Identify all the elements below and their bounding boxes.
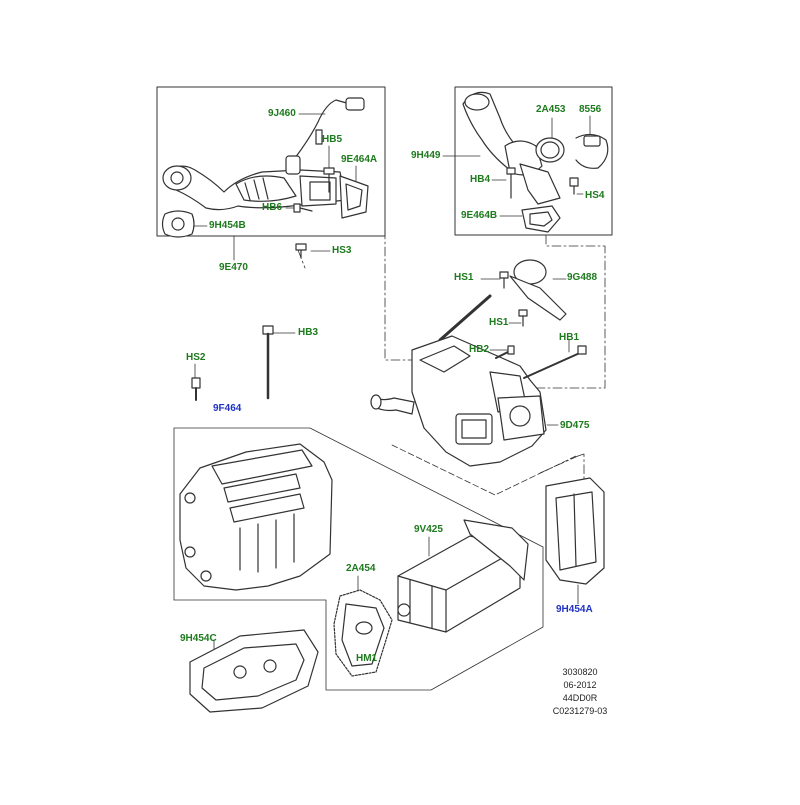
bolt-hb1 bbox=[523, 345, 587, 379]
label-9h454a: 9H454A bbox=[556, 604, 593, 615]
nut-hs3 bbox=[295, 243, 307, 259]
label-9e470: 9E470 bbox=[219, 262, 248, 273]
clamp-8556 bbox=[575, 133, 609, 169]
label-9e464a: 9E464A bbox=[341, 154, 378, 165]
label-hs2: HS2 bbox=[186, 352, 206, 363]
label-2a453: 2A453 bbox=[536, 104, 566, 115]
inset-box-right bbox=[454, 86, 613, 236]
label-hb1: HB1 bbox=[559, 332, 580, 343]
stud-hs2 bbox=[191, 377, 201, 401]
reference-date: 06-2012 bbox=[563, 680, 597, 690]
nut-hs1-top bbox=[499, 271, 509, 289]
label-9v425: 9V425 bbox=[414, 524, 443, 535]
label-hs1-mid: HS1 bbox=[489, 317, 509, 328]
label-hb6: HB6 bbox=[262, 202, 283, 213]
gasket-9h454b bbox=[161, 210, 195, 238]
bolt-hb4 bbox=[506, 167, 516, 199]
reference-number: 3030820 bbox=[562, 667, 598, 677]
label-9h454b: 9H454B bbox=[209, 220, 246, 231]
leader-lines bbox=[192, 113, 591, 661]
label-hb3: HB3 bbox=[298, 327, 319, 338]
egr-cooler-9v425 bbox=[397, 519, 529, 633]
nut-hs4 bbox=[569, 177, 579, 195]
label-hs4: HS4 bbox=[585, 190, 605, 201]
reference-code: 44DD0R bbox=[562, 693, 598, 703]
gasket-9h454c bbox=[189, 629, 319, 713]
label-hs1-top: HS1 bbox=[454, 272, 474, 283]
bolt-hb3 bbox=[262, 325, 274, 400]
gasket-9e464b bbox=[521, 205, 561, 233]
bolt-hb5 bbox=[323, 167, 335, 193]
label-8556: 8556 bbox=[579, 104, 602, 115]
elbow-pipe-9h449 bbox=[462, 91, 561, 205]
label-hm1: HM1 bbox=[356, 653, 378, 664]
label-9d475: 9D475 bbox=[560, 420, 590, 431]
label-2a454: 2A454 bbox=[346, 563, 376, 574]
egr-valve-9d475 bbox=[370, 335, 547, 467]
inset-box-left bbox=[156, 86, 386, 237]
label-hb2: HB2 bbox=[469, 344, 490, 355]
label-9f464: 9F464 bbox=[213, 403, 242, 414]
gasket-9h454a bbox=[545, 477, 605, 585]
plug-hm1 bbox=[355, 621, 373, 635]
label-hb4: HB4 bbox=[470, 174, 491, 185]
label-9j460: 9J460 bbox=[268, 108, 296, 119]
label-9e464b: 9E464B bbox=[461, 210, 498, 221]
exhaust-pipe bbox=[162, 165, 369, 219]
bolt-hb2 bbox=[495, 345, 515, 359]
label-9g488: 9G488 bbox=[567, 272, 598, 283]
clamp-2a453 bbox=[535, 137, 565, 163]
label-hs3: HS3 bbox=[332, 245, 352, 256]
bolt-hb6 bbox=[293, 203, 313, 213]
sensor-9j460 bbox=[285, 97, 365, 175]
label-9h454c: 9H454C bbox=[180, 633, 217, 644]
label-hb5: HB5 bbox=[322, 134, 343, 145]
reference-id: C0231279-03 bbox=[552, 706, 608, 716]
assembly-outline bbox=[173, 427, 577, 691]
label-9h449: 9H449 bbox=[411, 150, 441, 161]
manifold-9f464 bbox=[179, 443, 333, 591]
nut-hs1-mid bbox=[518, 309, 528, 327]
egr-actuator-9g488 bbox=[438, 259, 567, 342]
